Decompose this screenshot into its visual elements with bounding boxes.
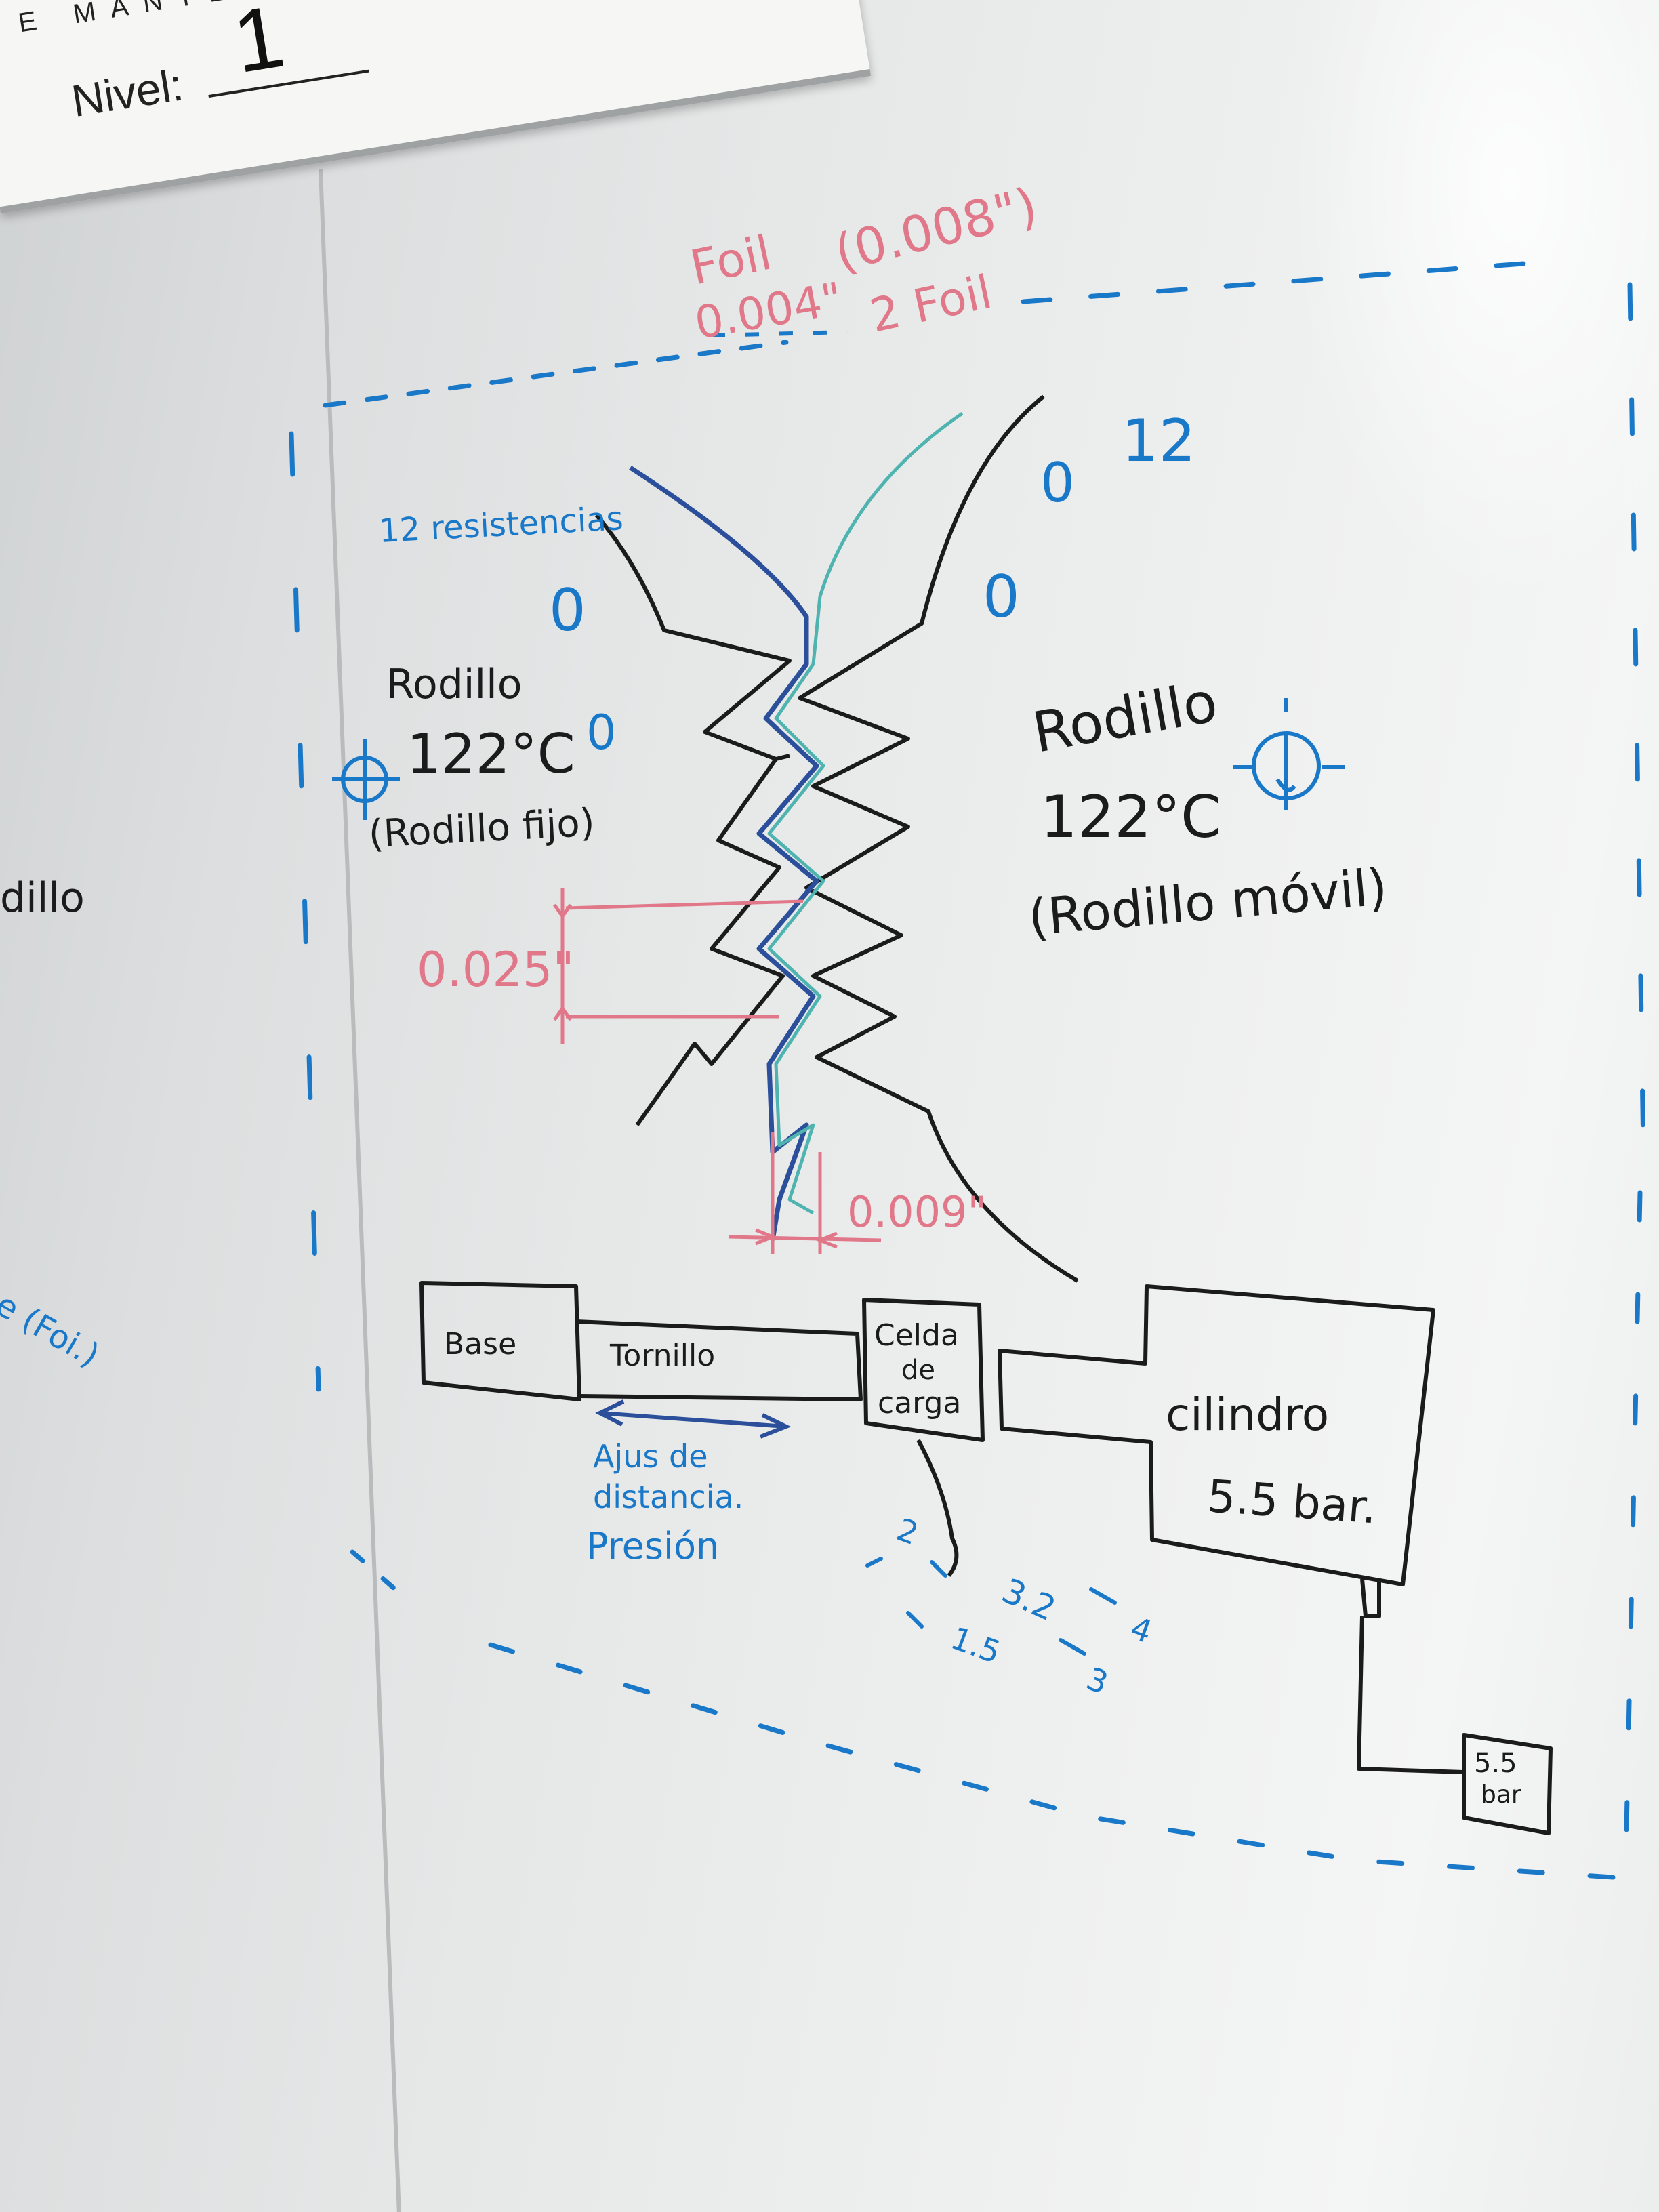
- left-roller-type: (Rodillo fijo): [367, 801, 596, 857]
- scale-label: 4: [1126, 1610, 1157, 1651]
- foil-strips: [629, 411, 964, 1241]
- ajuste-label: Ajus de: [593, 1438, 708, 1475]
- left-roller-outline: [594, 514, 792, 1126]
- circle-mark: 0: [549, 577, 586, 644]
- circle-mark: 0: [586, 705, 617, 760]
- gap-dimension-label: 0.009": [847, 1187, 987, 1237]
- circle-mark: 0: [1040, 451, 1075, 514]
- cilindro-label: cilindro: [1166, 1389, 1329, 1441]
- right-roller-temp: 122°C: [1040, 783, 1221, 851]
- adjust-arrow: [599, 1411, 787, 1429]
- right-roller-type: (Rodillo móvil): [1026, 858, 1389, 947]
- right-roller-title: Rodillo: [1028, 670, 1222, 766]
- base-label: Base: [444, 1327, 516, 1361]
- light-glare: [1288, 0, 1659, 610]
- scale-ticks: [865, 1557, 1117, 1656]
- cilindro-pressure: 5.5 bar.: [1206, 1470, 1378, 1534]
- foil-bracket-dash: [711, 330, 848, 337]
- scale-label: 2: [892, 1511, 923, 1553]
- left-edge-text: dillo: [0, 874, 85, 922]
- left-roller-target-icon: [332, 739, 400, 820]
- gauge-value: 5.5: [1474, 1748, 1517, 1779]
- celda-label: Celda: [874, 1318, 959, 1353]
- celda-label: de: [901, 1355, 935, 1386]
- foil-double-thickness: (0.008"): [830, 177, 1043, 283]
- left-roller-temp: 122°C: [407, 722, 575, 785]
- right-roller-outline: [798, 394, 1079, 1283]
- presion-label: Presión: [586, 1525, 719, 1568]
- scale-label: 1.5: [946, 1620, 1005, 1671]
- foil-double-label: 2 Foil: [865, 266, 996, 344]
- resistencias-label: 12 resistencias: [378, 499, 624, 550]
- pitch-dimension-label: 0.025": [417, 942, 575, 998]
- gauge-unit: bar: [1481, 1781, 1521, 1809]
- circle-mark: 0: [983, 563, 1020, 631]
- right-roller-target-icon: [1233, 698, 1345, 810]
- pitch-dimension: [552, 888, 804, 1044]
- right-roller-count: 12: [1122, 407, 1195, 475]
- dashed-boundary: [289, 258, 1646, 1880]
- left-edge-text: e (Foi.): [0, 1286, 106, 1375]
- celda-label: carga: [878, 1386, 961, 1420]
- gap-dimension: [728, 1132, 882, 1254]
- tornillo-label: Tornillo: [609, 1338, 715, 1373]
- scale-label: 3.2: [996, 1571, 1061, 1629]
- adjust-arrow-heads: [595, 1399, 792, 1439]
- left-roller-title: Rodillo: [386, 661, 523, 708]
- mechanism-outline: [419, 1281, 1553, 1835]
- scale-label: 3: [1082, 1660, 1113, 1702]
- distancia-label: distancia.: [593, 1479, 743, 1515]
